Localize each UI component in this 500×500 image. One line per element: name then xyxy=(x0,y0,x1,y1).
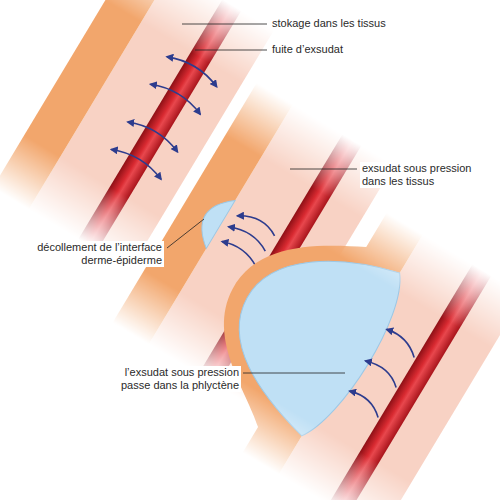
flow-arrow xyxy=(382,328,420,357)
leader-line xyxy=(195,50,267,51)
flow-arrow xyxy=(220,239,260,267)
callout-label: décollement de l’interface derme-épiderm… xyxy=(10,241,164,267)
flow-arrow xyxy=(362,359,401,388)
flow-arrow xyxy=(167,52,220,87)
leader-line xyxy=(167,219,204,248)
flow-arrow xyxy=(238,209,278,237)
flow-arrow xyxy=(111,144,164,179)
blister xyxy=(201,212,417,446)
flow-arrow xyxy=(346,389,384,417)
epidermis xyxy=(0,0,173,209)
small-blister xyxy=(191,191,235,248)
callout-label: stokage dans les tissus xyxy=(270,17,388,30)
blood-vessel xyxy=(328,264,491,500)
callout-label: l’exsudat sous pression passe dans la ph… xyxy=(100,366,241,392)
leader-line xyxy=(182,24,267,25)
tissue-panel xyxy=(163,165,500,500)
flow-arrow xyxy=(228,223,269,251)
leader-lines xyxy=(167,24,357,373)
exudate-arrows xyxy=(344,327,420,417)
blood-vessel xyxy=(78,0,241,251)
flow-arrow xyxy=(128,117,181,152)
callout-label: fuite d’exsudat xyxy=(270,43,345,56)
exudate-arrows xyxy=(111,52,219,180)
callout-label: exsudat sous pression dans les tissus xyxy=(360,162,496,188)
leader-line xyxy=(290,169,357,170)
leader-line xyxy=(243,373,345,374)
flow-arrow xyxy=(150,79,203,114)
